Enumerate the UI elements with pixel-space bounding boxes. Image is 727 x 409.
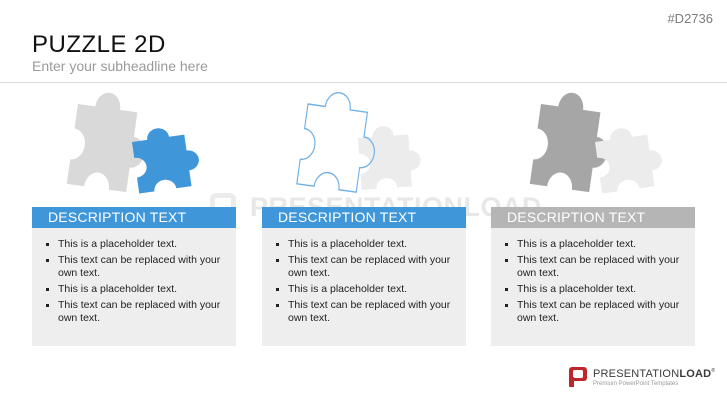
bullet-item: This text can be replaced with your own … <box>503 254 685 280</box>
blue-piece <box>130 123 203 194</box>
page-subtitle: Enter your subheadline here <box>32 58 208 74</box>
description-card-1: DESCRIPTION TEXT This is a placeholder t… <box>32 207 236 346</box>
faint-gray-piece <box>357 123 423 190</box>
bullet-item: This is a placeholder text. <box>274 238 456 251</box>
header-divider <box>0 82 727 83</box>
bullet-list: This is a placeholder text. This text ca… <box>274 238 456 325</box>
brand-name: PRESENTATIONLOAD® <box>593 368 716 380</box>
bullet-item: This is a placeholder text. <box>44 238 226 251</box>
description-card-2: DESCRIPTION TEXT This is a placeholder t… <box>262 207 466 346</box>
puzzle-illustration-1 <box>40 86 210 208</box>
bullet-item: This is a placeholder text. <box>274 283 456 296</box>
bullet-item: This text can be replaced with your own … <box>503 299 685 325</box>
bullet-item: This is a placeholder text. <box>44 283 226 296</box>
bullet-item: This text can be replaced with your own … <box>274 254 456 280</box>
brand-tagline: Premium PowerPoint Templates <box>593 381 679 387</box>
slide-code: #D2736 <box>667 11 713 26</box>
page-title: PUZZLE 2D <box>32 31 166 58</box>
bullet-list: This is a placeholder text. This text ca… <box>44 238 226 325</box>
description-card-3: DESCRIPTION TEXT This is a placeholder t… <box>491 207 695 346</box>
bullet-item: This text can be replaced with your own … <box>44 299 226 325</box>
bullet-list: This is a placeholder text. This text ca… <box>503 238 685 325</box>
card-heading: DESCRIPTION TEXT <box>491 207 695 228</box>
card-heading: DESCRIPTION TEXT <box>32 207 236 228</box>
card-body: This is a placeholder text. This text ca… <box>491 228 695 346</box>
brand-logo-icon <box>569 367 587 387</box>
bullet-item: This is a placeholder text. <box>503 238 685 251</box>
card-heading: DESCRIPTION TEXT <box>262 207 466 228</box>
faint-gray-piece <box>593 123 666 194</box>
card-body: This is a placeholder text. This text ca… <box>262 228 466 346</box>
bullet-item: This is a placeholder text. <box>503 283 685 296</box>
bullet-item: This text can be replaced with your own … <box>274 299 456 325</box>
bullet-item: This text can be replaced with your own … <box>44 254 226 280</box>
puzzle-illustration-3 <box>515 86 685 208</box>
card-body: This is a placeholder text. This text ca… <box>32 228 236 346</box>
brand-logo: PRESENTATIONLOAD® Premium PowerPoint Tem… <box>569 366 719 396</box>
